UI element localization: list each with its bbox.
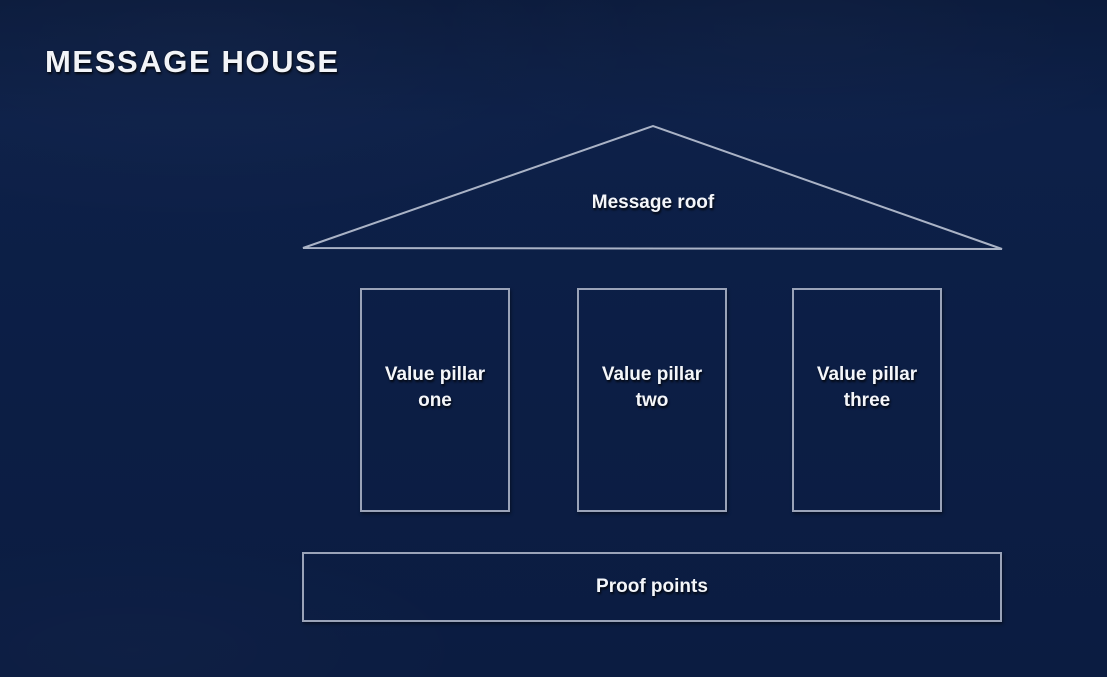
page-title: MESSAGE HOUSE — [45, 44, 340, 79]
proof-points-label: Proof points — [596, 576, 708, 597]
value-pillar-one-label: Value pillar one — [377, 362, 493, 414]
value-pillar-one-line2: one — [418, 390, 452, 411]
value-pillar-three[interactable]: Value pillar three — [792, 288, 942, 512]
value-pillar-two-label: Value pillar two — [594, 362, 710, 414]
proof-points-foundation[interactable]: Proof points — [302, 552, 1002, 622]
value-pillar-one-line1: Value pillar — [384, 364, 486, 385]
value-pillar-three-line2: three — [843, 390, 891, 411]
value-pillar-one[interactable]: Value pillar one — [360, 288, 510, 512]
value-pillar-three-line1: Value pillar — [816, 364, 918, 385]
message-roof-label: Message roof — [591, 192, 715, 213]
message-roof-shape — [302, 124, 1003, 250]
value-pillar-three-label: Value pillar three — [809, 362, 925, 414]
value-pillar-two[interactable]: Value pillar two — [577, 288, 727, 512]
value-pillar-two-line2: two — [635, 390, 669, 411]
value-pillar-two-line1: Value pillar — [601, 364, 703, 385]
